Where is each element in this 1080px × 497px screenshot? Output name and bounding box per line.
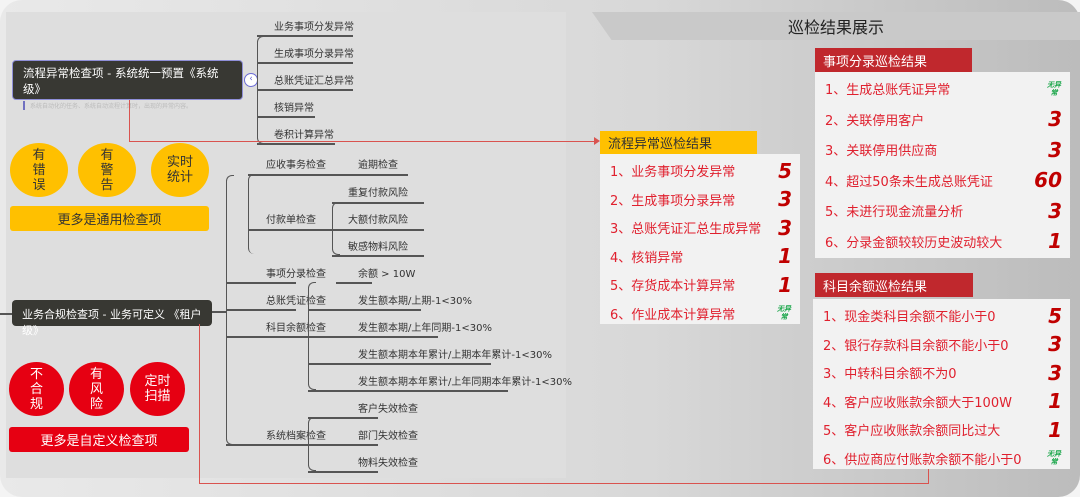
result-label: 5、客户应收账款余额同比过大 [823, 424, 1001, 439]
result-label: 2、关联停用客户 [825, 113, 925, 129]
anomaly-count: 1 [1048, 417, 1062, 442]
result-label: 4、超过50条未生成总账凭证 [825, 174, 993, 190]
anomaly-count: 3 [778, 187, 792, 211]
result-row[interactable]: 3、关联停用供应商 3 [815, 135, 1070, 164]
anomaly-count: 3 [1048, 137, 1062, 162]
badge-realtime: 实时 统计 [151, 143, 209, 197]
entry-results-panel: 1、生成总账凭证异常 无异常 2、关联停用客户 3 3、关联停用供应商 3 4、超过50条未… [815, 72, 1070, 258]
badge-risk: 有 风 险 [69, 362, 124, 416]
group-arch[interactable]: 系统档案检查 [266, 431, 326, 442]
collapse-icon[interactable]: ‹ [244, 73, 258, 87]
result-label: 5、存货成本计算异常 [610, 279, 736, 294]
result-row[interactable]: 1、业务事项分发异常 5 [600, 156, 800, 185]
result-row[interactable]: 5、客户应收账款余额同比过大 1 [813, 415, 1070, 444]
entry-results-title: 事项分录巡检结果 [815, 48, 972, 72]
result-label: 1、现金类科目余额不能小于0 [823, 310, 996, 325]
result-label: 3、中转科目余额不为0 [823, 367, 957, 382]
anomaly-count: 5 [1048, 303, 1062, 328]
result-row[interactable]: 6、分录金额较较历史波动较大 1 [815, 227, 1070, 256]
anomaly-count: 1 [778, 244, 792, 268]
node[interactable]: 部门失效检查 [358, 431, 418, 442]
result-label: 2、生成事项分录异常 [610, 193, 736, 209]
node[interactable]: 重复付款风险 [348, 188, 408, 199]
result-row[interactable]: 4、客户应收账款余额大于100W 1 [813, 387, 1070, 416]
result-label: 6、作业成本计算异常 [610, 307, 736, 323]
no-anomaly-badge: 无异常 [1047, 80, 1061, 97]
result-row[interactable]: 5、存货成本计算异常 1 [600, 270, 800, 299]
node[interactable]: 发生额本期/上期-1<30% [358, 296, 472, 307]
node[interactable]: 物料失效检查 [358, 458, 418, 469]
result-row[interactable]: 1、生成总账凭证异常 无异常 [815, 74, 1070, 103]
node[interactable]: 总账凭证汇总异常 [274, 76, 354, 87]
badge-warning: 有 警 告 [78, 143, 136, 197]
badge-error: 有 错 误 [10, 143, 68, 197]
node[interactable]: 发生额本期本年累计/上期本年累计-1<30% [358, 350, 552, 361]
node[interactable]: 敏感物料风险 [348, 242, 408, 253]
process-results-title: 流程异常巡检结果 [600, 131, 757, 154]
general-checks-bar[interactable]: 更多是通用检查项 [10, 206, 209, 231]
anomaly-count: 1 [778, 272, 792, 297]
anomaly-count: 1 [1048, 229, 1062, 253]
anomaly-count: 3 [778, 215, 792, 240]
anomaly-count: 3 [1048, 360, 1062, 385]
node[interactable]: 卷积计算异常 [274, 130, 334, 141]
group-ar[interactable]: 应收事务检查 [266, 160, 326, 171]
result-label: 5、未进行现金流量分析 [825, 205, 964, 220]
node[interactable]: 发生额本期本年累计/上年同期本年累计-1<30% [358, 377, 572, 388]
node[interactable]: 大额付款风险 [348, 215, 408, 226]
custom-checks-bar[interactable]: 更多是自定义检查项 [9, 427, 189, 452]
result-row[interactable]: 6、作业成本计算异常 无异常 [600, 299, 800, 328]
anomaly-count: 3 [1048, 107, 1062, 131]
result-label: 1、生成总账凭证异常 [825, 83, 951, 98]
anomaly-count: 60 [1034, 168, 1062, 192]
balance-results-title: 科目余额巡检结果 [815, 273, 973, 297]
no-anomaly-badge: 无异常 [1047, 450, 1061, 466]
no-anomaly-badge: 无异常 [777, 305, 791, 321]
result-row[interactable]: 6、供应商应付账款余额不能小于0 无异常 [813, 444, 1070, 473]
node[interactable]: 生成事项分录异常 [274, 49, 354, 60]
anomaly-count: 5 [778, 158, 792, 183]
node[interactable]: 逾期检查 [358, 160, 398, 171]
results-header: 巡检结果展示 [592, 12, 1080, 40]
group-entry[interactable]: 事项分录检查 [266, 269, 326, 280]
group-pay[interactable]: 付款单检查 [266, 215, 316, 226]
node[interactable]: 客户失效检查 [358, 404, 418, 415]
result-label: 6、分录金额较较历史波动较大 [825, 235, 1003, 251]
node[interactable]: 余额 > 10W [358, 269, 416, 280]
anomaly-count: 3 [1048, 332, 1062, 356]
result-label: 4、核销异常 [610, 250, 684, 266]
result-row[interactable]: 3、总账凭证汇总生成异常 3 [600, 213, 800, 242]
result-label: 2、银行存款科目余额不能小于0 [823, 338, 1009, 354]
node[interactable]: 核销异常 [274, 103, 314, 114]
result-label: 3、总账凭证汇总生成异常 [610, 222, 762, 237]
root-node-compliance[interactable]: 业务合规检查项 - 业务可定义 《租户级》 [12, 300, 212, 337]
result-row[interactable]: 4、核销异常 1 [600, 242, 800, 271]
result-row[interactable]: 2、关联停用客户 3 [815, 105, 1070, 134]
group-acct[interactable]: 科目余额检查 [266, 323, 326, 334]
node[interactable]: 业务事项分发异常 [274, 22, 354, 33]
result-row[interactable]: 4、超过50条未生成总账凭证 60 [815, 166, 1070, 195]
result-label: 6、供应商应付账款余额不能小于0 [823, 452, 1022, 468]
group-gl[interactable]: 总账凭证检查 [266, 296, 326, 307]
root-title: 流程异常检查项 - 系统统一预置《系统级》 [23, 66, 219, 96]
root-node-process[interactable]: 流程异常检查项 - 系统统一预置《系统级》 系统自动化的任务、系统自动流程计算时… [12, 60, 243, 110]
result-row[interactable]: 2、银行存款科目余额不能小于0 3 [813, 330, 1070, 359]
result-label: 1、业务事项分发异常 [610, 165, 736, 180]
anomaly-count: 3 [1048, 198, 1062, 223]
result-label: 3、关联停用供应商 [825, 144, 938, 159]
anomaly-count: 1 [1048, 389, 1062, 413]
result-row[interactable]: 5、未进行现金流量分析 3 [815, 196, 1070, 225]
result-row[interactable]: 3、中转科目余额不为0 3 [813, 358, 1070, 387]
result-label: 4、客户应收账款余额大于100W [823, 395, 1012, 411]
root-subtitle: 系统自动化的任务、系统自动流程计算时，出现的异常内容。 [23, 101, 232, 110]
result-row[interactable]: 2、生成事项分录异常 3 [600, 185, 800, 214]
result-row[interactable]: 1、现金类科目余额不能小于0 5 [813, 301, 1070, 330]
badge-scheduled: 定时 扫描 [130, 362, 185, 416]
node[interactable]: 发生额本期/上年同期-1<30% [358, 323, 492, 334]
badge-noncompliant: 不 合 规 [9, 362, 64, 416]
